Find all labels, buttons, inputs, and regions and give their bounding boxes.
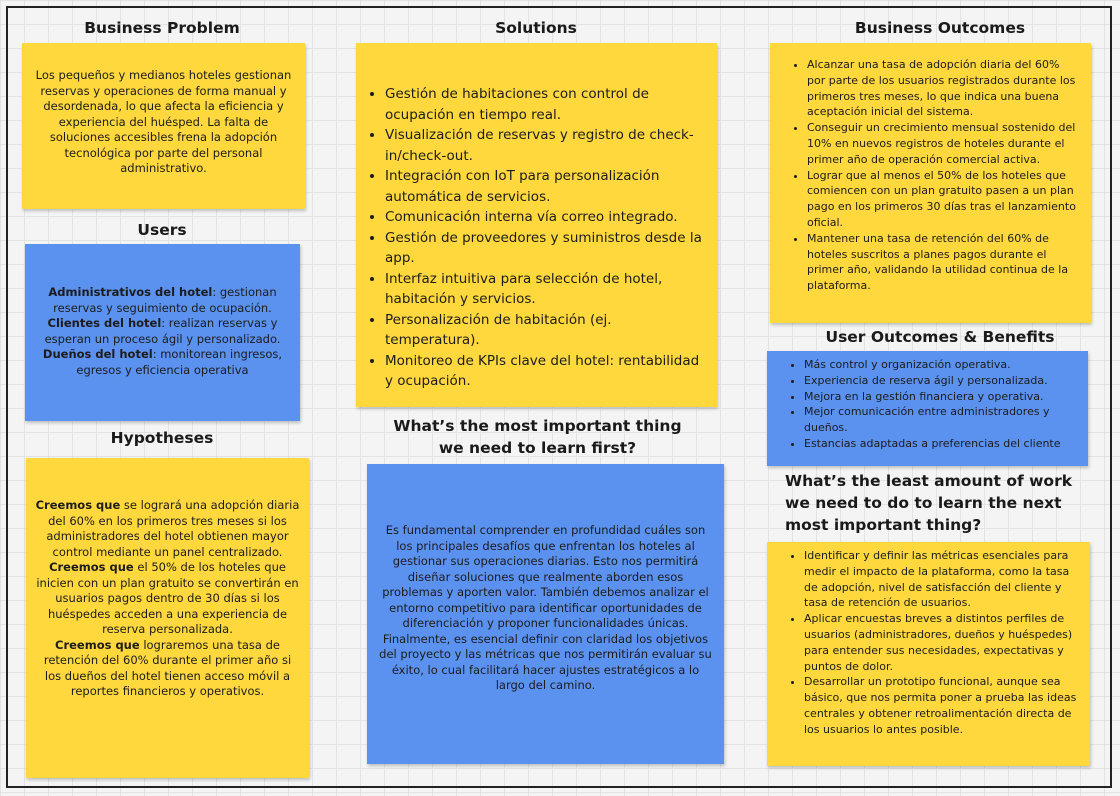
business-outcome-item: Lograr que al menos el 50% de los hotele… xyxy=(807,168,1079,231)
hypothesis-item: Creemos que lograremos una tasa de reten… xyxy=(43,637,292,699)
users-list: Administrativos del hotel: gestionan res… xyxy=(25,285,300,378)
hypothesis-item: Creemos que el 50% de los hoteles que in… xyxy=(36,560,299,636)
user-outcomes-list: Más control y organización operativa. Ex… xyxy=(789,357,1078,452)
user-outcome-item: Más control y organización operativa. xyxy=(804,357,1078,373)
least-work-sticky[interactable]: Identificar y definir las métricas esenc… xyxy=(767,542,1090,766)
business-outcomes-heading: Business Outcomes xyxy=(854,19,1026,37)
least-work-item: Aplicar encuestas breves a distintos per… xyxy=(804,611,1080,674)
business-outcomes-sticky[interactable]: Alcanzar una tasa de adopción diaria del… xyxy=(770,43,1091,323)
solution-item: Interfaz intuitiva para selección de hot… xyxy=(385,269,709,310)
user-outcome-item: Experiencia de reserva ágil y personaliz… xyxy=(804,373,1078,389)
solution-item: Integración con IoT para personalización… xyxy=(385,166,709,207)
user-outcome-item: Mejora en la gestión financiera y operat… xyxy=(804,389,1078,405)
solution-item: Gestión de habitaciones con control de o… xyxy=(385,84,709,125)
business-problem-text: Los pequeños y medianos hoteles gestiona… xyxy=(35,68,292,175)
least-work-item: Identificar y definir las métricas esenc… xyxy=(804,548,1080,611)
least-work-heading: What’s the least amount of work we need … xyxy=(785,472,1073,534)
learn-first-sticky[interactable]: Es fundamental comprender en profundidad… xyxy=(367,464,724,764)
users-item: Dueños del hotel: monitorean ingresos, e… xyxy=(42,347,283,377)
learn-first-heading: What’s the most important thing we need … xyxy=(393,417,682,457)
users-item: Administrativos del hotel: gestionan res… xyxy=(48,285,277,315)
user-outcome-item: Estancias adaptadas a preferencias del c… xyxy=(804,436,1078,452)
business-problem-sticky[interactable]: Los pequeños y medianos hoteles gestiona… xyxy=(22,43,305,209)
user-outcomes-heading: User Outcomes & Benefits xyxy=(825,328,1055,346)
business-problem-heading: Business Problem xyxy=(84,19,240,37)
solutions-heading: Solutions xyxy=(495,19,577,37)
users-item: Clientes del hotel: realizan reservas y … xyxy=(44,316,281,346)
business-outcome-item: Conseguir un crecimiento mensual sosteni… xyxy=(807,120,1079,167)
business-outcome-item: Mantener una tasa de retención del 60% d… xyxy=(807,231,1079,294)
business-outcomes-list: Alcanzar una tasa de adopción diaria del… xyxy=(792,57,1079,294)
user-outcome-item: Mejor comunicación entre administradores… xyxy=(804,404,1078,436)
business-outcome-item: Alcanzar una tasa de adopción diaria del… xyxy=(807,57,1079,120)
hypothesis-item: Creemos que se logrará una adopción diar… xyxy=(35,498,300,559)
solutions-sticky[interactable]: Gestión de habitaciones con control de o… xyxy=(356,43,717,407)
solution-item: Gestión de proveedores y suministros des… xyxy=(385,228,709,269)
solution-item: Personalización de habitación (ej. tempe… xyxy=(385,310,709,351)
least-work-list: Identificar y definir las métricas esenc… xyxy=(789,548,1080,738)
solution-item: Comunicación interna vía correo integrad… xyxy=(385,207,709,228)
solutions-list: Gestión de habitaciones con control de o… xyxy=(370,84,709,392)
solution-item: Monitoreo de KPIs clave del hotel: renta… xyxy=(385,351,709,392)
users-heading: Users xyxy=(137,221,187,239)
canvas-frame xyxy=(6,6,1112,788)
hypotheses-sticky[interactable]: Creemos que se logrará una adopción diar… xyxy=(26,458,309,778)
least-work-item: Desarrollar un prototipo funcional, aunq… xyxy=(804,674,1080,737)
solution-item: Visualización de reservas y registro de … xyxy=(385,125,709,166)
users-sticky[interactable]: Administrativos del hotel: gestionan res… xyxy=(25,244,300,421)
user-outcomes-sticky[interactable]: Más control y organización operativa. Ex… xyxy=(767,351,1088,466)
learn-first-text: Es fundamental comprender en profundidad… xyxy=(379,523,712,692)
hypotheses-list: Creemos que se logrará una adopción diar… xyxy=(26,498,309,700)
hypotheses-heading: Hypotheses xyxy=(110,429,214,447)
